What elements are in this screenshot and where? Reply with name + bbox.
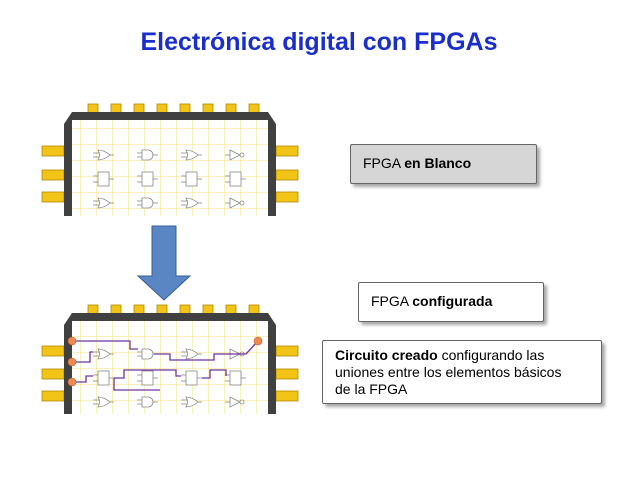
callout-fpga-configured: FPGA configurada: [358, 282, 544, 322]
callout-configured-prefix: FPGA: [371, 293, 413, 309]
description-line2: uniones entre los elementos básicos: [335, 364, 562, 380]
description-line3: de la FPGA: [335, 381, 408, 397]
callout-blank-bold: en Blanco: [404, 155, 472, 171]
transform-arrow: [136, 225, 192, 301]
description-line1-rest: configurando las: [437, 347, 545, 363]
callout-configured-bold: configurada: [412, 293, 493, 309]
io-dots: [67, 336, 263, 387]
description-bold: Circuito creado: [335, 347, 438, 363]
configured-wiring: [72, 340, 259, 391]
page-title: Electrónica digital con FPGAs: [140, 28, 498, 56]
callout-fpga-blank: FPGA en Blanco: [350, 144, 537, 184]
callout-blank-prefix: FPGA: [363, 155, 405, 171]
fpga-chip-configured: [41, 304, 299, 414]
fpga-chip-blank: [41, 103, 299, 216]
